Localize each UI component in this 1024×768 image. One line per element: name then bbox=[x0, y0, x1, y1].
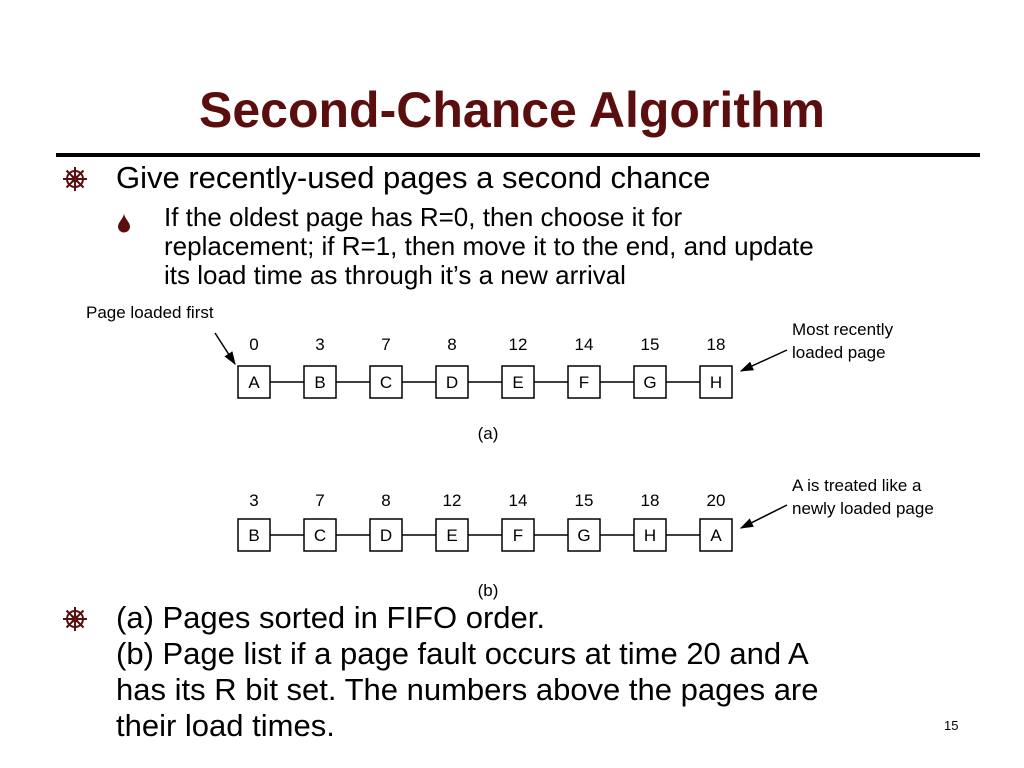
page-label: F bbox=[579, 373, 589, 392]
page-label: F bbox=[513, 526, 523, 545]
load-time-label: 12 bbox=[443, 491, 462, 510]
page-label: H bbox=[644, 526, 656, 545]
page-label: E bbox=[512, 373, 523, 392]
page-box bbox=[567, 365, 601, 399]
load-time-label: 7 bbox=[315, 491, 324, 510]
load-time-label: 18 bbox=[641, 491, 660, 510]
arrow-first-page bbox=[214, 332, 236, 366]
load-time-label: 20 bbox=[707, 491, 726, 510]
page-label: E bbox=[446, 526, 457, 545]
title-divider bbox=[56, 153, 980, 157]
page-box bbox=[435, 518, 469, 552]
sub-bullet-line-1: If the oldest page has R=0, then choose … bbox=[164, 202, 683, 232]
page-label: H bbox=[710, 373, 722, 392]
slide-title: Second-Chance Algorithm bbox=[199, 82, 825, 138]
page-box bbox=[237, 518, 271, 552]
page-box bbox=[501, 518, 535, 552]
load-time-label: 0 bbox=[249, 335, 258, 354]
load-time-label: 7 bbox=[381, 335, 390, 354]
wheel-bullet-icon bbox=[63, 167, 87, 191]
bullet-2-line-1: (a) Pages sorted in FIFO order. bbox=[116, 600, 546, 635]
sub-bullet-text: If the oldest page has R=0, then choose … bbox=[164, 203, 964, 290]
page-box bbox=[699, 365, 733, 399]
load-time-label: 14 bbox=[575, 335, 594, 354]
page-box bbox=[303, 518, 337, 552]
load-time-label: 3 bbox=[315, 335, 324, 354]
load-time-label: 15 bbox=[641, 335, 660, 354]
annotation-most-recent-line-1: Most recently bbox=[792, 320, 894, 339]
page-label: C bbox=[314, 526, 326, 545]
page-box bbox=[237, 365, 271, 399]
annotation-new-line-2: newly loaded page bbox=[792, 499, 934, 518]
load-time-label: 3 bbox=[249, 491, 258, 510]
bullet-text-1: Give recently-used pages a second chance bbox=[116, 160, 711, 195]
annotation-new-line-1: A is treated like a bbox=[792, 476, 922, 495]
sub-bullet-line-3: its load time as through it’s a new arri… bbox=[164, 260, 626, 290]
arrow-most-recent bbox=[739, 349, 788, 372]
page-list-a: A 0B 3C 7D 8E 12F 14G 15H 18 bbox=[237, 335, 733, 399]
page-box bbox=[369, 365, 403, 399]
page-label: A bbox=[248, 373, 260, 392]
page-box bbox=[633, 365, 667, 399]
annotation-page-loaded-first: Page loaded first bbox=[86, 303, 214, 322]
caption-b: (b) bbox=[478, 581, 499, 600]
annotation-most-recent-line-2: loaded page bbox=[792, 343, 886, 362]
page-label: D bbox=[380, 526, 392, 545]
page-label: B bbox=[248, 526, 259, 545]
page-label: D bbox=[446, 373, 458, 392]
slide-number: 15 bbox=[944, 718, 959, 733]
bullet-2-line-2: (b) Page list if a page fault occurs at … bbox=[116, 636, 809, 671]
drop-bullet-icon bbox=[118, 213, 130, 233]
page-box bbox=[633, 518, 667, 552]
page-box bbox=[699, 518, 733, 552]
load-time-label: 12 bbox=[509, 335, 528, 354]
load-time-label: 15 bbox=[575, 491, 594, 510]
caption-a: (a) bbox=[478, 424, 499, 443]
page-label: B bbox=[314, 373, 325, 392]
page-label: C bbox=[380, 373, 392, 392]
arrow-newly-loaded bbox=[739, 504, 788, 529]
wheel-bullet-icon bbox=[63, 607, 87, 631]
sub-bullet-line-2: replacement; if R=1, then move it to the… bbox=[164, 231, 814, 261]
page-list-b: B 3C 7D 8E 12F 14G 15H 18A 20 bbox=[237, 491, 733, 552]
page-label: G bbox=[577, 526, 590, 545]
load-time-label: 8 bbox=[447, 335, 456, 354]
page-box bbox=[435, 365, 469, 399]
load-time-label: 18 bbox=[707, 335, 726, 354]
bullet-text-2: (a) Pages sorted in FIFO order. (b) Page… bbox=[116, 600, 819, 744]
load-time-label: 14 bbox=[509, 491, 528, 510]
load-time-label: 8 bbox=[381, 491, 390, 510]
bullet-2-line-3: has its R bit set. The numbers above the… bbox=[116, 672, 819, 707]
page-label: G bbox=[643, 373, 656, 392]
page-label: A bbox=[710, 526, 722, 545]
bullet-2-line-4: their load times. bbox=[116, 708, 335, 743]
